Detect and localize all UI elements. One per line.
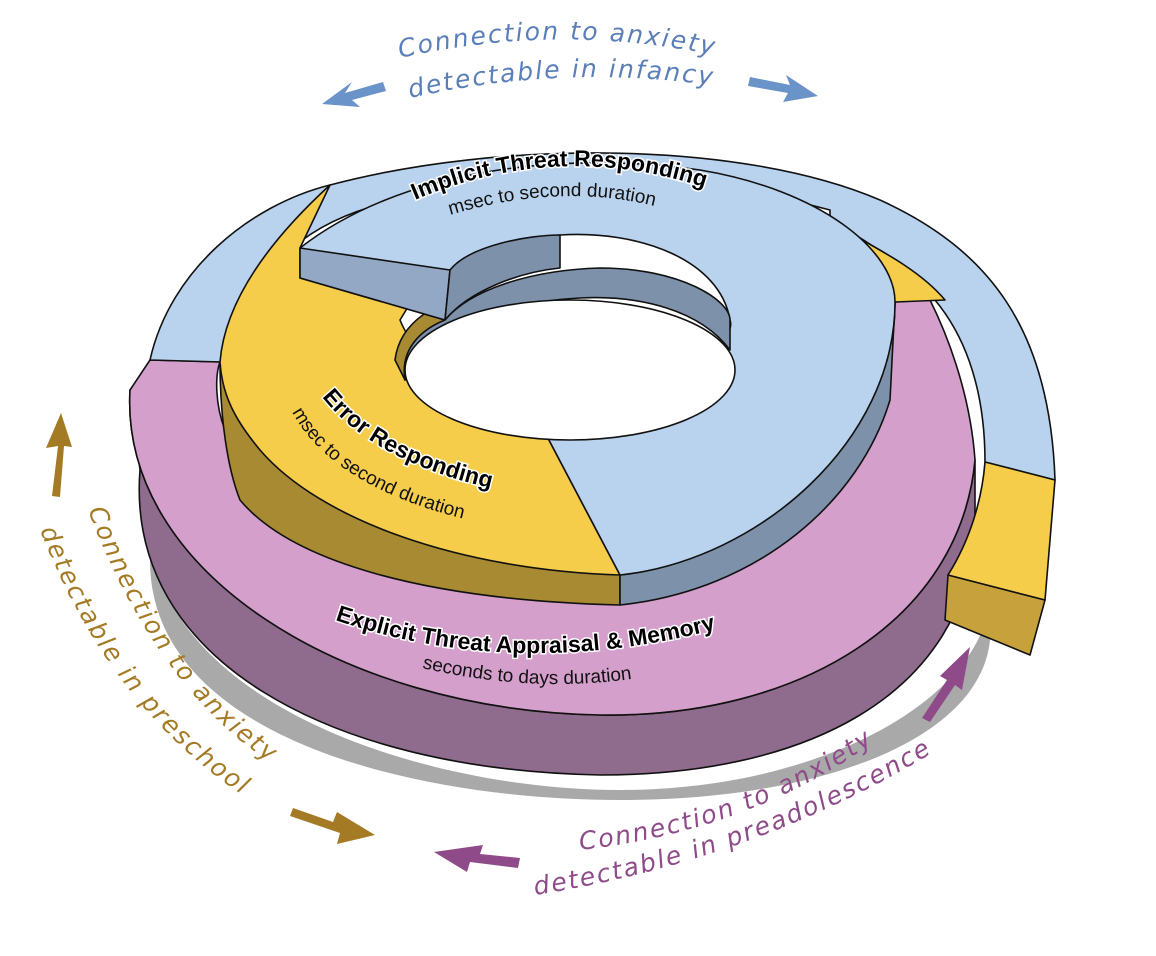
preadolescence-arrow-up-icon — [922, 647, 970, 722]
preschool-arrow-right-icon — [290, 808, 375, 844]
infancy-connection: Connection to anxiety detectable in infa… — [322, 16, 818, 107]
preadolescence-arrow-left-icon — [434, 845, 520, 872]
implicit-layer — [299, 161, 896, 606]
infancy-arrow-left-icon — [322, 82, 386, 107]
preschool-arrow-up-icon — [46, 413, 72, 497]
center-hole — [404, 299, 736, 441]
infancy-arrow-right-icon — [748, 75, 818, 102]
infancy-line2: detectable in infancy — [405, 54, 717, 104]
error-tail — [944, 461, 1056, 656]
